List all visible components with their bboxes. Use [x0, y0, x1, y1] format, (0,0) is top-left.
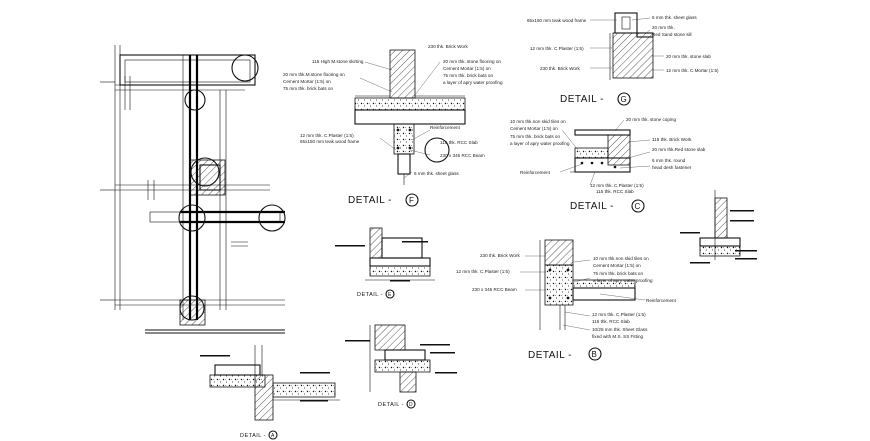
- callout-circle-c: [184, 89, 206, 111]
- detail-g-label-2: 6 mm thk. sheet glass: [652, 15, 697, 20]
- detail-b-letter: B: [592, 350, 598, 359]
- detail-g-letter-circle: [617, 92, 631, 106]
- detail-c-label-10: Reinforcement: [520, 170, 551, 175]
- detail-b-label-4: 12 mm thk. C.Plaster (1:5): [456, 269, 510, 274]
- detail-a-letter-circle: [268, 430, 278, 440]
- detail-f-label-7: 20 mm thk.M.stone flooring on: [283, 72, 345, 77]
- detail-c: 20 mm thk. stone coping 10 mm thk.non sk…: [510, 117, 706, 213]
- detail-e-letter-circle: [385, 289, 395, 299]
- detail-g-label-3: 20 mm thk.: [652, 25, 675, 30]
- detail-b-title: DETAIL -: [528, 350, 572, 361]
- main-elevation: [100, 45, 286, 334]
- detail-b-label-3: Cement Mortar (1:5) on: [593, 263, 641, 268]
- detail-right-small: [680, 190, 757, 264]
- detail-g-label-1: 65x150 mm teak wood frame: [527, 18, 587, 23]
- detail-b-label-2: 10 mm thk.non skid tiles on: [593, 256, 649, 261]
- detail-c-label-12: 115 thk. RCC Slab: [596, 189, 634, 194]
- detail-d-title: DETAIL -: [378, 402, 404, 408]
- detail-c-label-4: 75 mm thk. brick bats on: [510, 134, 560, 139]
- detail-b-label-5: 75 mm thk. brick bats on: [593, 271, 643, 276]
- detail-f-label-5: 75 mm thk. brick bats on: [443, 73, 493, 78]
- detail-g-letter: G: [621, 95, 628, 104]
- detail-e-title: DETAIL -: [357, 292, 383, 298]
- detail-b-letter-circle: [588, 347, 602, 361]
- detail-b: 230 thk. Brick Work 10 mm thk.non skid t…: [456, 239, 677, 361]
- detail-f-label-8: Cement Mortar (1:5) on: [283, 79, 331, 84]
- detail-f-label-12: Reinforcement: [430, 125, 461, 130]
- detail-g-label-5: 12 mm thk. C.Plaster (1:5): [530, 46, 584, 51]
- callout-circle-a: [179, 295, 205, 321]
- detail-f-letter: F: [409, 196, 414, 205]
- detail-b-label-1: 230 thk. Brick Work: [480, 253, 520, 258]
- detail-d: DETAIL - D: [345, 324, 457, 409]
- detail-g: 65x150 mm teak wood frame 6 mm thk. shee…: [527, 12, 719, 106]
- detail-e: DETAIL - E: [335, 227, 435, 299]
- detail-g-label-4: Red Sand stone sill: [652, 32, 692, 37]
- detail-g-title: DETAIL -: [560, 94, 604, 105]
- detail-c-label-6: 115 thk. Brick Work: [652, 137, 692, 142]
- detail-g-label-6: 20 mm thk. stone slab: [666, 54, 711, 59]
- detail-b-label-6: a layer of apry water proofing: [593, 278, 653, 283]
- detail-f-label-2: 115 High M.stone skirting: [312, 59, 364, 64]
- detail-b-label-7: 230 x 345 RCC Beam: [472, 287, 517, 292]
- detail-b-label-8: Reinforcement: [646, 298, 677, 303]
- detail-f-label-15: 6 mm thk. sheet glass: [414, 171, 459, 176]
- detail-e-letter: E: [388, 292, 392, 298]
- detail-f-label-9: 75 mm thk. brick bats on: [283, 86, 333, 91]
- detail-f-label-10: 12 mm thk. C.Plaster (1:5): [300, 133, 354, 138]
- detail-c-letter: C: [635, 202, 641, 211]
- detail-a-letter: A: [271, 433, 275, 439]
- detail-c-title: DETAIL -: [570, 201, 614, 212]
- detail-f-label-4: Cement Mortar (1:5) on: [443, 66, 491, 71]
- detail-f-letter-circle: [405, 193, 419, 207]
- detail-f-label-13: 115 thk. RCC Slab: [440, 140, 478, 145]
- detail-d-letter: D: [409, 402, 413, 408]
- detail-b-label-12: fixed with M.S. SS Fitting: [592, 334, 644, 339]
- detail-c-label-8: 6 mm thk. round: [652, 158, 686, 163]
- detail-d-letter-circle: [406, 399, 416, 409]
- detail-b-label-9: 12 mm thk. C.Plaster (1:5): [592, 312, 646, 317]
- detail-a-title: DETAIL -: [240, 433, 266, 439]
- detail-c-label-1: 20 mm thk. stone coping: [626, 117, 676, 122]
- detail-f-title: DETAIL -: [348, 195, 392, 206]
- detail-c-label-5: a layer of apry water proofing: [510, 141, 570, 146]
- detail-c-letter-circle: [631, 199, 645, 213]
- detail-b-label-11: 10/25 mm thk. Sheet Glass: [592, 327, 648, 332]
- detail-b-label-10: 115 thk. RCC Slab: [592, 319, 630, 324]
- detail-c-label-3: Cement Mortar (1:5) on: [510, 126, 558, 131]
- detail-a: DETAIL - A: [200, 345, 340, 440]
- detail-g-label-7: 230 thk. Brick Work: [540, 66, 580, 71]
- detail-f-label-14: 230 x 345 RCC Beam: [440, 153, 485, 158]
- detail-f: 230 thk. Brick Work 115 High M.stone ski…: [283, 44, 503, 207]
- callout-circle-g: [231, 54, 259, 82]
- detail-c-label-11: 12 mm thk. C.Plaster (1:5): [590, 183, 644, 188]
- callout-circle-f: [190, 157, 220, 187]
- detail-g-label-8: 12 mm thk. C.Mortar (1:5): [666, 68, 719, 73]
- detail-f-label-3: 20 mm thk. stone flooring on: [443, 59, 501, 64]
- detail-f-label-1: 230 thk. Brick Work: [428, 44, 468, 49]
- detail-c-label-9: head desh fastener: [652, 165, 692, 170]
- detail-f-label-6: a layer of apry water proofing: [443, 80, 503, 85]
- callout-circle-b: [258, 204, 286, 232]
- detail-c-label-2: 10 mm thk.non skid tiles on: [510, 119, 566, 124]
- detail-f-label-11: 65x150 mm teak wood frame: [300, 139, 360, 144]
- detail-c-label-7: 20 mm thk.Red stone slab: [652, 147, 706, 152]
- callout-circle-e: [178, 204, 206, 232]
